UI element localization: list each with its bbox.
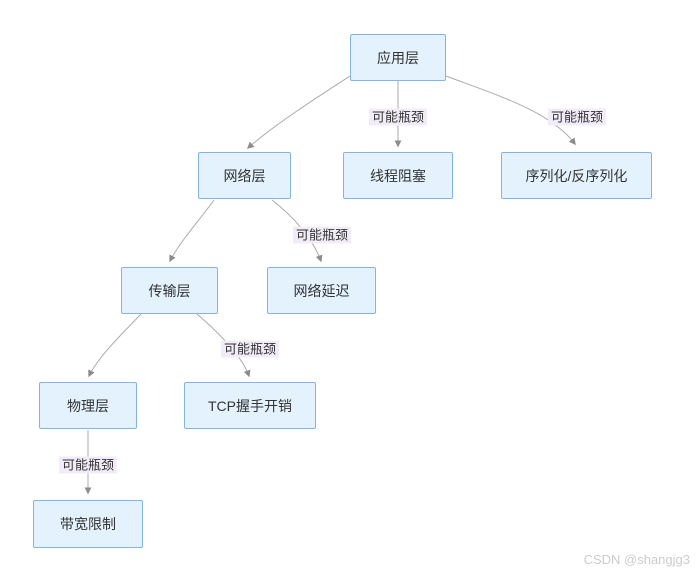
- node-network-layer: 网络层: [198, 152, 291, 199]
- node-serialization-deserialization: 序列化/反序列化: [501, 152, 652, 199]
- edge-application-to-network: [246, 75, 351, 149]
- edge-application-to-serialization: [445, 75, 576, 146]
- node-transport-layer: 传输层: [121, 267, 218, 314]
- edge-label-possible-bottleneck: 可能瓶颈: [547, 108, 607, 126]
- edge-label-possible-bottleneck: 可能瓶颈: [58, 456, 118, 474]
- edge-label-possible-bottleneck: 可能瓶颈: [220, 340, 280, 358]
- node-thread-blocking: 线程阻塞: [343, 152, 453, 199]
- csdn-watermark: CSDN @shangjg3: [583, 552, 690, 567]
- node-network-delay: 网络延迟: [267, 267, 376, 314]
- edge-network-to-transport: [169, 199, 215, 263]
- node-bandwidth-limit: 带宽限制: [33, 500, 143, 548]
- node-application-layer: 应用层: [350, 34, 446, 81]
- edge-label-possible-bottleneck: 可能瓶颈: [292, 226, 352, 244]
- node-physical-layer: 物理层: [39, 382, 137, 429]
- node-tcp-handshake-overhead: TCP握手开销: [184, 382, 316, 429]
- edge-transport-to-physical: [88, 313, 142, 378]
- edge-label-possible-bottleneck: 可能瓶颈: [368, 108, 428, 126]
